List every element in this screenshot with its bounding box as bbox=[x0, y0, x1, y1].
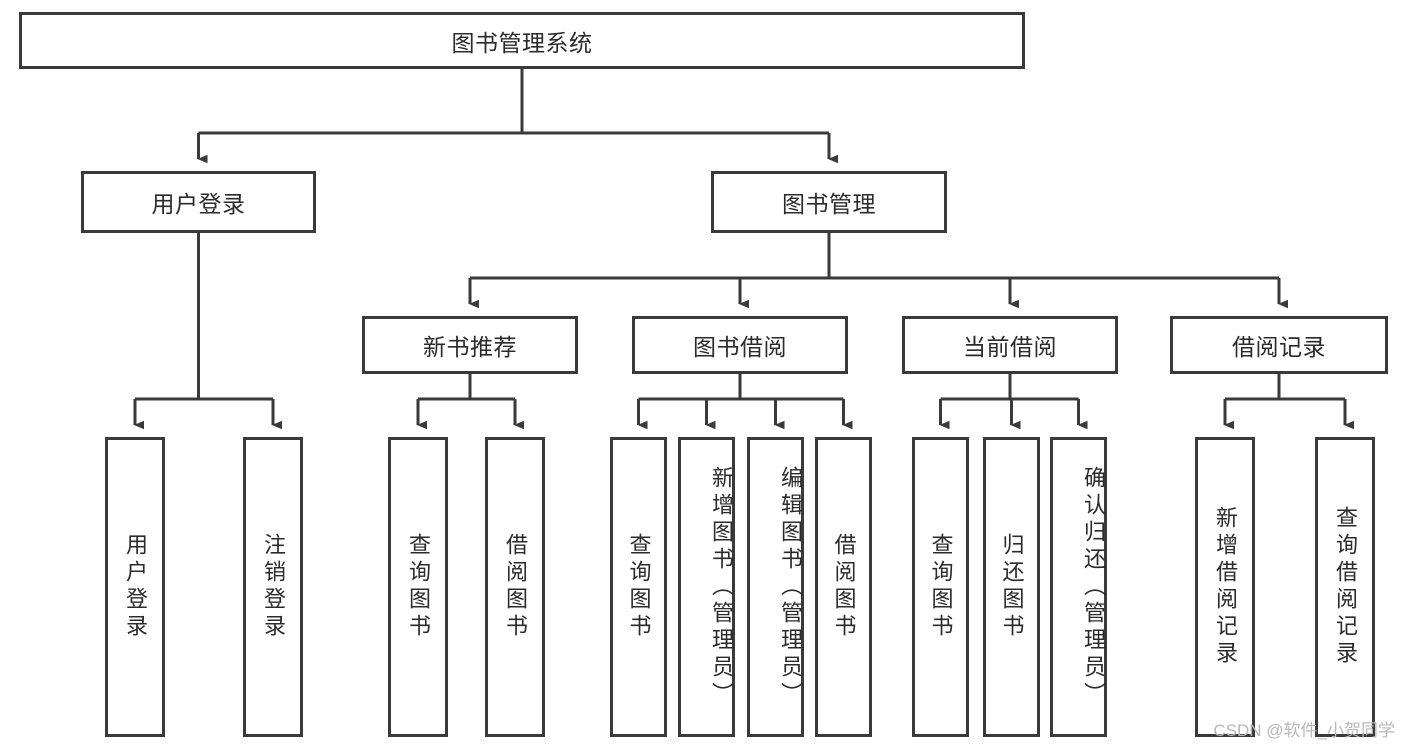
node-label: 归还图书 bbox=[999, 533, 1025, 641]
node-leaf-cur-return[interactable]: 归还图书 bbox=[983, 437, 1040, 737]
node-leaf-rec-add[interactable]: 新增借阅记录 bbox=[1195, 437, 1255, 737]
node-label: 图书管理 bbox=[782, 191, 876, 217]
node-leaf-user-logout[interactable]: 注销登录 bbox=[243, 437, 303, 737]
node-root[interactable]: 图书管理系统 bbox=[19, 12, 1025, 69]
node-leaf-user-login[interactable]: 用户登录 bbox=[105, 437, 165, 737]
node-leaf-brw-query[interactable]: 查询图书 bbox=[610, 437, 667, 737]
node-leaf-rec-search[interactable]: 查询借阅记录 bbox=[1315, 437, 1375, 737]
node-label: 查询图书 bbox=[406, 533, 431, 641]
node-borrow-record[interactable]: 借阅记录 bbox=[1170, 316, 1388, 374]
node-current-borrow[interactable]: 当前借阅 bbox=[902, 316, 1118, 374]
node-label: 借阅图书 bbox=[831, 533, 857, 641]
node-leaf-rec-borrow[interactable]: 借阅图书 bbox=[485, 437, 545, 737]
node-book-manage[interactable]: 图书管理 bbox=[711, 171, 947, 233]
node-label: 借阅记录 bbox=[1232, 334, 1326, 360]
node-label: 查询借阅记录 bbox=[1333, 506, 1358, 668]
node-book-borrow[interactable]: 图书借阅 bbox=[632, 316, 848, 374]
node-leaf-brw-add[interactable]: 新增图书（管理员） bbox=[678, 437, 735, 737]
node-user-login[interactable]: 用户登录 bbox=[81, 171, 316, 233]
watermark-text: CSDN @软件_小贺同学 bbox=[1213, 721, 1395, 740]
node-label: 图书管理系统 bbox=[451, 29, 593, 56]
node-label: 编辑图书（管理员） bbox=[778, 465, 803, 709]
node-label: 当前借阅 bbox=[963, 334, 1057, 360]
node-leaf-cur-confirm[interactable]: 确认归还（管理员） bbox=[1050, 437, 1107, 737]
node-label: 借阅图书 bbox=[503, 533, 528, 641]
node-label: 用户登录 bbox=[151, 191, 246, 217]
node-leaf-rec-query[interactable]: 查询图书 bbox=[388, 437, 448, 737]
node-leaf-cur-query[interactable]: 查询图书 bbox=[912, 437, 969, 737]
node-leaf-brw-edit[interactable]: 编辑图书（管理员） bbox=[747, 437, 804, 737]
node-new-book-rec[interactable]: 新书推荐 bbox=[362, 316, 578, 374]
node-label: 图书借阅 bbox=[693, 334, 787, 360]
node-label: 确认归还（管理员） bbox=[1081, 465, 1106, 709]
node-label: 查询图书 bbox=[928, 533, 954, 641]
node-label: 查询图书 bbox=[626, 533, 652, 641]
node-leaf-brw-borrow[interactable]: 借阅图书 bbox=[815, 437, 872, 737]
node-label: 用户登录 bbox=[123, 533, 148, 641]
node-label: 新增图书（管理员） bbox=[709, 465, 734, 709]
node-label: 新增借阅记录 bbox=[1213, 506, 1238, 668]
node-label: 注销登录 bbox=[261, 533, 286, 641]
node-label: 新书推荐 bbox=[423, 334, 517, 360]
